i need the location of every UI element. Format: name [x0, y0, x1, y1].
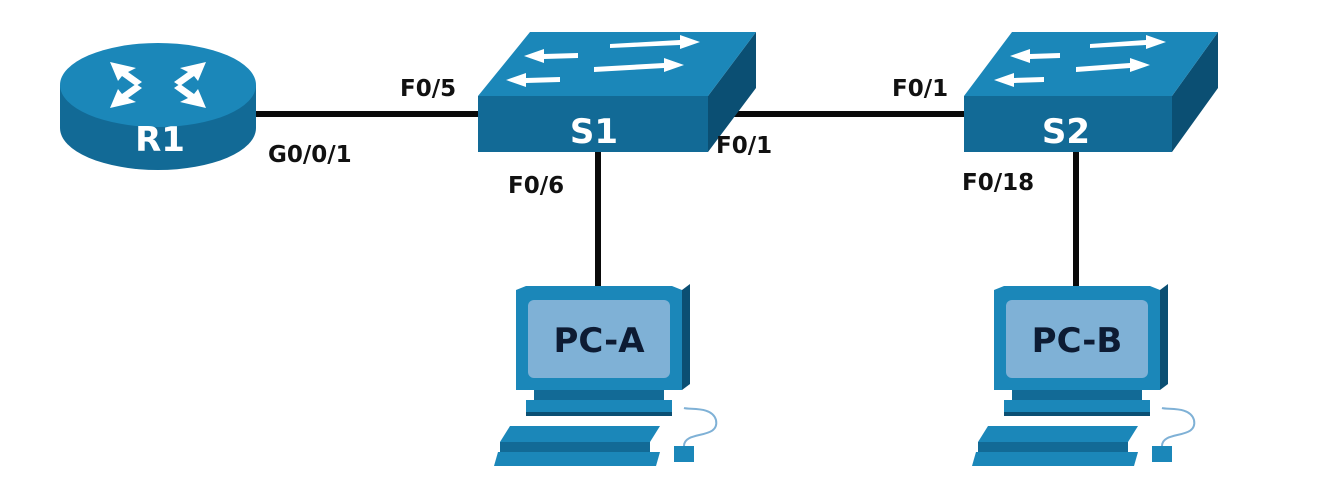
port-label-s2-f0-18: F0/18 — [962, 170, 1034, 196]
pc-b-label: PC-B — [1032, 321, 1123, 361]
pc-a-label: PC-A — [553, 321, 645, 361]
port-label-r1-g0-0-1: G0/0/1 — [268, 142, 352, 168]
router-r1[interactable]: R1 — [60, 43, 256, 170]
s2-label: S2 — [1042, 112, 1090, 152]
router-icon — [60, 43, 256, 170]
port-label-s1-f0-6: F0/6 — [508, 173, 564, 199]
r1-label: R1 — [135, 120, 185, 160]
switch-s1[interactable]: S1 — [478, 32, 756, 152]
port-label-s1-f0-1: F0/1 — [716, 133, 772, 159]
pc-icon — [972, 284, 1196, 466]
pc-a[interactable]: PC-A — [494, 284, 718, 466]
switch-s2[interactable]: S2 — [964, 32, 1218, 152]
port-label-s1-f0-5: F0/5 — [400, 76, 456, 102]
port-label-s2-f0-1: F0/1 — [892, 76, 948, 102]
s1-label: S1 — [570, 112, 618, 152]
pc-b[interactable]: PC-B — [972, 284, 1196, 466]
switch-icon — [964, 32, 1218, 152]
switch-icon — [478, 32, 756, 152]
port-labels: G0/0/1 F0/5 F0/6 F0/1 F0/1 F0/18 — [268, 76, 1034, 199]
links — [255, 111, 1079, 286]
pc-icon — [494, 284, 718, 466]
